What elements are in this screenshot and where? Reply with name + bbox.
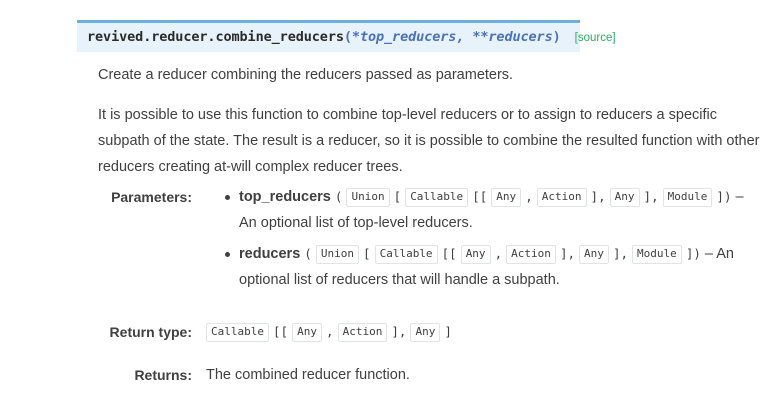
type-punct: ], bbox=[559, 246, 575, 261]
parameter-description: An optional list of reducers that will h… bbox=[239, 246, 734, 288]
parameters-row: Parameters: top_reducers ( Union [ Calla… bbox=[98, 184, 763, 293]
type-token: Callable bbox=[405, 188, 469, 207]
type-punct: [ bbox=[393, 189, 402, 204]
function-signature-block: revived.reducer.combine_reducers(*top_re… bbox=[77, 20, 616, 52]
signature-parameters: *top_reducers, **reducers bbox=[351, 29, 553, 45]
signature-open-paren: ( bbox=[343, 29, 352, 45]
return-type-row: Return type: Callable [[ Any , Action ],… bbox=[98, 319, 763, 345]
type-token: Any bbox=[609, 188, 640, 207]
type-punct: [[ bbox=[472, 189, 488, 204]
type-punct: ]) bbox=[716, 189, 732, 204]
list-item: reducers ( Union [ Callable [[ Any , Act… bbox=[225, 241, 763, 293]
type-punct: , bbox=[525, 189, 533, 204]
function-signature-text: revived.reducer.combine_reducers(*top_re… bbox=[87, 29, 561, 45]
type-token: Any bbox=[491, 188, 522, 207]
field-list: Parameters: top_reducers ( Union [ Calla… bbox=[98, 184, 763, 388]
type-punct: [ bbox=[363, 246, 371, 261]
type-punct: ], bbox=[612, 246, 628, 261]
list-item: top_reducers ( Union [ Callable [[ Any ,… bbox=[225, 184, 763, 236]
parameters-body: top_reducers ( Union [ Callable [[ Any ,… bbox=[192, 184, 763, 293]
type-punct: [[ bbox=[273, 324, 289, 339]
source-link[interactable]: [source] bbox=[574, 32, 616, 44]
parameter-list: top_reducers ( Union [ Callable [[ Any ,… bbox=[206, 184, 763, 293]
parameters-label: Parameters: bbox=[111, 189, 192, 205]
parameter-separator: – bbox=[704, 246, 713, 262]
type-punct: ], bbox=[643, 189, 659, 204]
type-token: Any bbox=[292, 323, 322, 342]
type-token: Callable bbox=[374, 245, 438, 264]
type-token: Action bbox=[337, 323, 388, 342]
return-type-body: Callable [[ Any , Action ], Any ] bbox=[192, 319, 763, 345]
parameter-type-open: ( bbox=[304, 246, 312, 261]
type-token: Action bbox=[506, 245, 556, 264]
type-punct: , bbox=[326, 324, 334, 339]
type-punct: ], bbox=[391, 324, 407, 339]
returns-body: The combined reducer function. bbox=[206, 367, 410, 383]
type-token: Union bbox=[346, 188, 390, 207]
return-type-label: Return type: bbox=[109, 324, 192, 340]
description-body: Create a reducer combining the reducers … bbox=[98, 62, 760, 192]
parameter-description: An optional list of top-level reducers. bbox=[239, 215, 473, 231]
description-paragraph-2: It is possible to use this function to c… bbox=[98, 107, 760, 175]
description-paragraph-1: Create a reducer combining the reducers … bbox=[98, 67, 514, 83]
type-token: Callable bbox=[206, 323, 269, 342]
type-punct: ], bbox=[590, 189, 606, 204]
parameter-name: reducers bbox=[239, 246, 301, 262]
parameter-name: top_reducers bbox=[239, 189, 331, 205]
type-punct: ]) bbox=[685, 246, 701, 261]
type-punct: , bbox=[494, 246, 503, 261]
returns-label: Returns: bbox=[134, 367, 192, 383]
function-qualified-name: revived.reducer.combine_reducers bbox=[87, 29, 344, 45]
signature-close-paren: ) bbox=[552, 29, 561, 45]
type-token: Action bbox=[536, 188, 587, 207]
type-token: Any bbox=[579, 245, 609, 264]
type-punct: ] bbox=[444, 324, 452, 339]
type-token: Module bbox=[662, 188, 713, 207]
type-token: Union bbox=[315, 245, 359, 264]
type-token: Any bbox=[410, 323, 441, 342]
type-token: Any bbox=[460, 245, 491, 264]
type-token: Module bbox=[632, 245, 682, 264]
type-punct: [[ bbox=[441, 246, 457, 261]
parameter-separator: – bbox=[735, 189, 744, 205]
returns-row: Returns: The combined reducer function. bbox=[98, 362, 763, 388]
parameter-type-open: ( bbox=[334, 189, 343, 204]
